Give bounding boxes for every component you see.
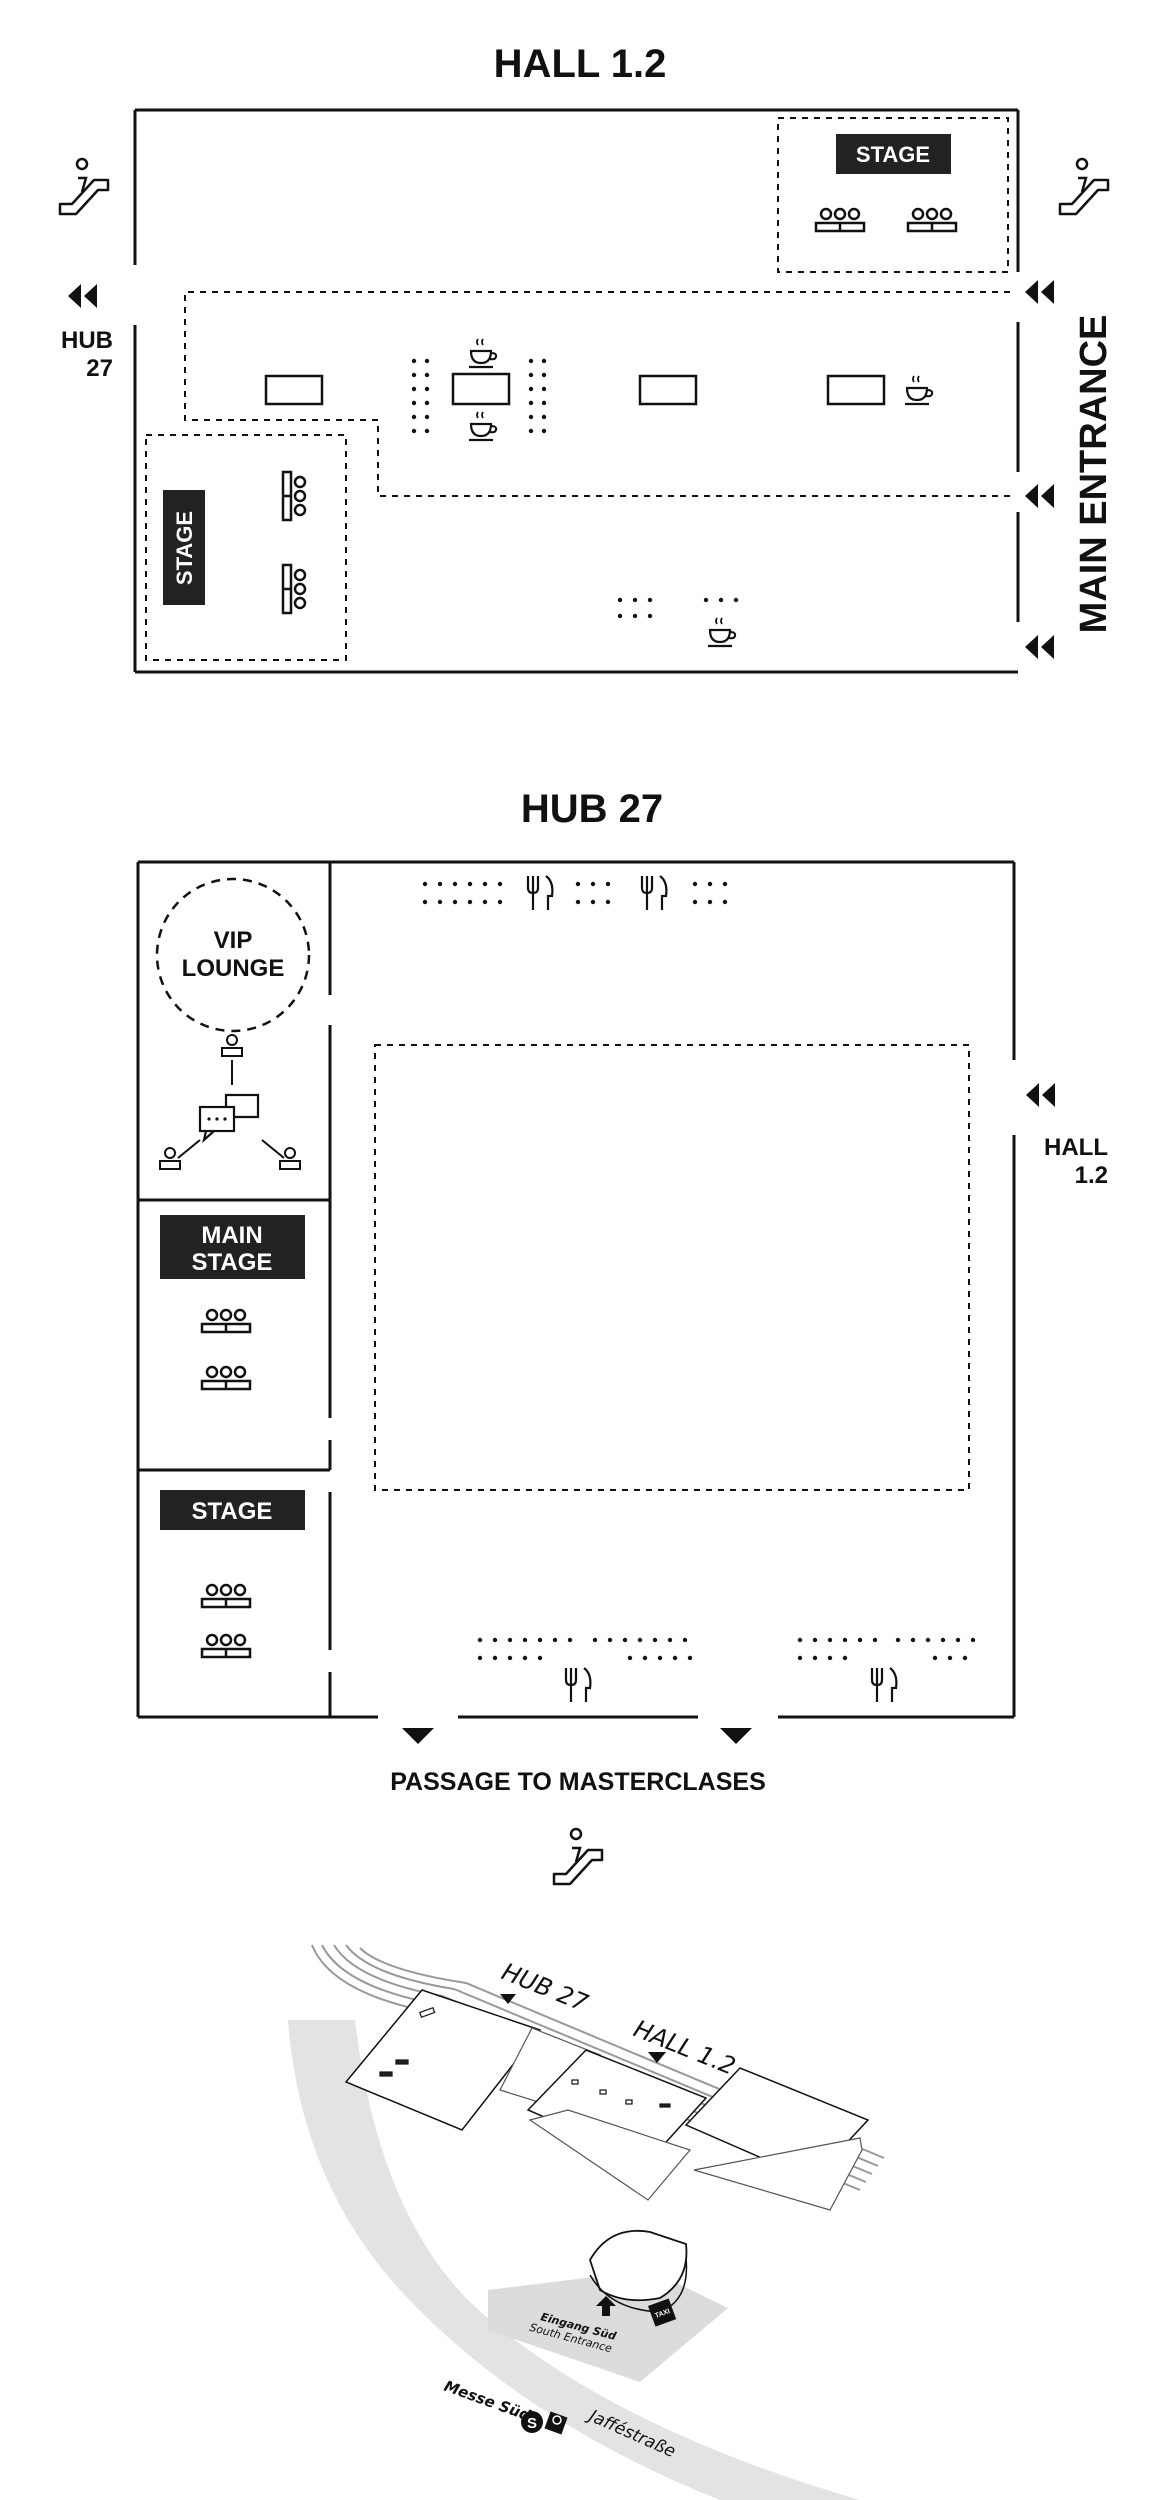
coffee-icon (903, 374, 934, 406)
arrow-icon (1025, 484, 1054, 508)
hall-walkway (184, 291, 1010, 497)
coffee-icon (467, 337, 498, 369)
plaza (488, 2270, 728, 2382)
arrow-icon (1026, 1083, 1055, 1107)
overview-hall-label: HALL 1.2 (630, 2015, 740, 2081)
person-icon (279, 1147, 301, 1170)
hub-link-label-2: 27 (86, 355, 113, 382)
seating-icon (200, 1308, 252, 1334)
vip-lounge: VIP LOUNGE (155, 877, 311, 1033)
vip-label-2: LOUNGE (182, 955, 285, 982)
hub-walls (136, 860, 1016, 1719)
stage-left-label: STAGE (172, 511, 197, 585)
arrow-icon (1025, 280, 1054, 304)
vip-label-1: VIP (214, 927, 253, 954)
entrance-building (589, 2230, 688, 2302)
seating-icon (200, 1365, 252, 1391)
seating-icon (200, 1633, 252, 1659)
stage-left-area: STAGE (145, 434, 347, 661)
restaurant-icon (526, 874, 554, 912)
stage-top-area: STAGE (777, 117, 1009, 273)
overview-map: TAXI Eingang Süd South Entrance HUB 27 H… (288, 1944, 885, 2500)
main-stage-label-2: STAGE (192, 1249, 273, 1276)
hall-dot-grids (411, 358, 739, 619)
networking-area (159, 1034, 301, 1170)
entrance-arrow-icon (596, 2296, 616, 2316)
coffee-icon (706, 616, 737, 648)
main-stage-label-1: MAIN (201, 1222, 262, 1249)
seating-icon (906, 207, 958, 233)
chat-icon (198, 1093, 260, 1144)
hall-link-label-1: HALL (1044, 1134, 1108, 1161)
hub-stage-label: STAGE (192, 1498, 273, 1525)
svg-text:S: S (527, 2415, 537, 2432)
seating-icon (281, 563, 307, 615)
catering-bottom (477, 1637, 976, 1661)
hub-stage-area: STAGE (160, 1490, 305, 1659)
seating-icon (814, 207, 866, 233)
down-arrow-icon (402, 1728, 434, 1744)
wheelchair-icon (544, 2411, 568, 2435)
catering-top (422, 881, 728, 905)
taxi-label: TAXI (654, 2308, 671, 2320)
seating-icon (200, 1583, 252, 1609)
person-icon (159, 1147, 181, 1170)
escalator-icon (552, 1827, 604, 1886)
restaurant-icon (564, 1666, 592, 1704)
person-icon (221, 1034, 243, 1057)
hall-tables (264, 372, 886, 406)
overview-hub-label: HUB 27 (498, 1958, 593, 2018)
hub-link-label-1: HUB (61, 327, 113, 354)
hub27-building (344, 1989, 542, 2131)
hub-open-area (374, 1044, 970, 1491)
down-arrow-icon (720, 1728, 752, 1744)
escalator-icon (58, 157, 110, 216)
s-bahn-icon: S (521, 2411, 543, 2433)
stage-top-label: STAGE (856, 142, 930, 167)
arrow-icon (68, 284, 97, 308)
hall-title: HALL 1.2 (494, 42, 667, 86)
seating-icon (281, 470, 307, 522)
main-stage-area: MAIN STAGE (160, 1215, 305, 1391)
main-entrance-label: MAIN ENTRANCE (1073, 315, 1115, 634)
taxi-icon: TAXI (648, 2298, 677, 2327)
coffee-icon (467, 410, 498, 442)
hub-title: HUB 27 (521, 787, 663, 831)
escalator-icon (1058, 157, 1110, 216)
restaurant-icon (870, 1666, 898, 1704)
restaurant-icon (640, 874, 668, 912)
passage-label: PASSAGE TO MASTERCLASES (390, 1768, 766, 1796)
hall-link-label-2: 1.2 (1075, 1162, 1108, 1189)
road (288, 2020, 860, 2500)
hall-walls (133, 108, 1020, 674)
arrow-icon (1025, 635, 1054, 659)
